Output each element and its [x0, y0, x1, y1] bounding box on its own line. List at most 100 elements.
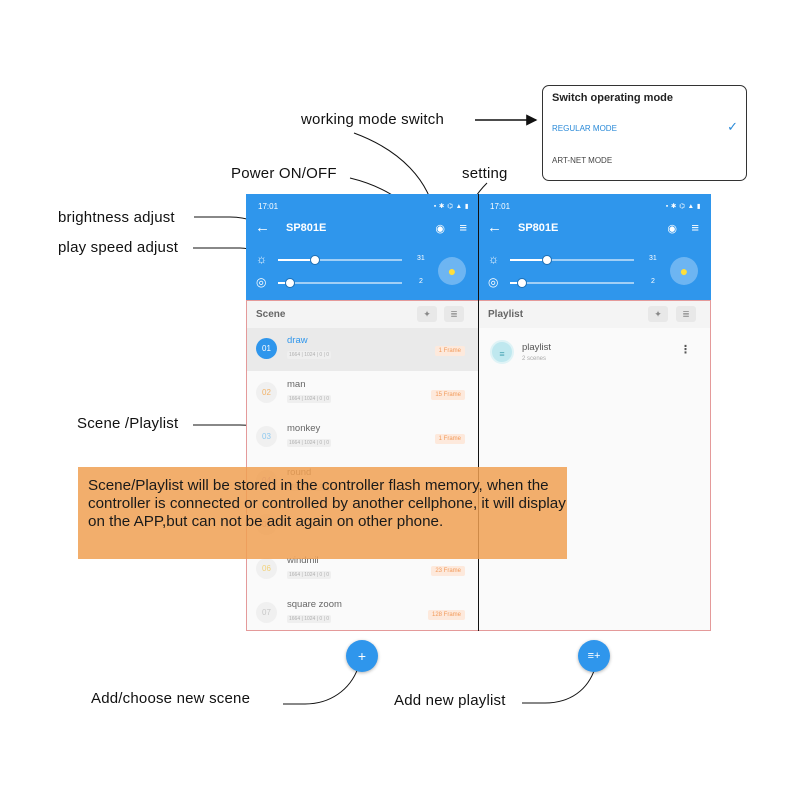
app-header: 17:01 ▪ ✱ ⌬ ▲ ▮ ← SP801E ◉ ≡ ☼ 31 ◎ 2 ●: [246, 194, 479, 300]
scene-section-header: Scene ✦ ≣: [246, 300, 479, 328]
sort-icon[interactable]: ≣: [444, 306, 464, 322]
artnet-mode-option[interactable]: ART-NET MODE: [552, 156, 613, 165]
speed-slider[interactable]: [510, 278, 634, 288]
brightness-fill: [510, 259, 547, 261]
scene-number: 02: [256, 382, 277, 403]
scene-name: monkey: [287, 423, 321, 434]
brightness-slider[interactable]: [278, 255, 402, 265]
popup-title: Switch operating mode: [552, 92, 674, 104]
status-icons: ▪ ✱ ⌬ ▲ ▮: [665, 203, 701, 210]
scene-row[interactable]: 01 draw 1664 | 1024 | 0 | 0 1 Frame: [246, 328, 479, 371]
sort-icon[interactable]: ≣: [676, 306, 696, 322]
playlist-scene-count: 2 scenes: [522, 356, 547, 362]
frame-count-badge: 1 Frame: [434, 346, 465, 356]
playlist-icon: ≡: [490, 340, 514, 364]
scene-phone-screen: 17:01 ▪ ✱ ⌬ ▲ ▮ ← SP801E ◉ ≡ ☼ 31 ◎ 2 ● …: [246, 194, 479, 631]
status-time: 17:01: [258, 202, 279, 211]
mode-switch-icon[interactable]: ◉: [667, 223, 677, 235]
speed-slider[interactable]: [278, 278, 402, 288]
note-text: Scene/Playlist will be stored in the con…: [88, 477, 566, 530]
speed-fill: [278, 282, 290, 284]
label-play-speed: play speed adjust: [58, 239, 179, 256]
label-setting: setting: [462, 165, 508, 182]
back-arrow-icon[interactable]: ←: [487, 219, 502, 236]
speed-fill: [510, 282, 522, 284]
playlist-section-header: Playlist ✦ ≣: [478, 300, 711, 328]
playlist-item[interactable]: ≡ playlist 2 scenes ⋮: [478, 332, 711, 372]
scene-name: draw: [287, 335, 308, 346]
flash-memory-note: Scene/Playlist will be stored in the con…: [78, 467, 567, 559]
speed-icon: ◎: [488, 275, 499, 289]
add-playlist-button[interactable]: ≡+: [578, 640, 610, 672]
frame-count-badge: 15 Frame: [431, 390, 465, 400]
screen-divider: [478, 194, 479, 631]
sparkle-add-icon[interactable]: ✦: [648, 306, 668, 322]
add-scene-button[interactable]: +: [346, 640, 378, 672]
section-title: Playlist: [488, 309, 524, 320]
scene-name: man: [287, 379, 306, 390]
playlist-add-icon: ≡+: [587, 650, 601, 662]
add-icon: +: [357, 648, 367, 664]
scene-resolution: 1664 | 1024 | 0 | 0: [287, 571, 332, 579]
bulb-icon[interactable]: ●: [670, 257, 698, 285]
label-working-mode-switch: working mode switch: [301, 111, 445, 128]
back-arrow-icon[interactable]: ←: [255, 219, 270, 236]
scene-number: 03: [256, 426, 277, 447]
speed-slider-row: ◎: [488, 275, 638, 290]
speed-slider-row: ◎: [256, 275, 406, 290]
scene-resolution: 1664 | 1024 | 0 | 0: [287, 351, 332, 359]
frame-count-badge: 23 Frame: [431, 566, 465, 576]
scene-number: 01: [256, 338, 277, 359]
scene-name: square zoom: [287, 599, 342, 610]
operating-mode-popup: Switch operating mode REGULAR MODE ✓ ART…: [542, 85, 747, 181]
scene-row[interactable]: 03 monkey 1664 | 1024 | 0 | 0 1 Frame: [246, 416, 479, 459]
playlist-phone-screen: 17:01 ▪ ✱ ⌬ ▲ ▮ ← SP801E ◉ ≡ ☼ 31 ◎ 2 ● …: [478, 194, 711, 631]
speed-value: 2: [419, 278, 423, 285]
scene-row[interactable]: 02 man 1664 | 1024 | 0 | 0 15 Frame: [246, 372, 479, 415]
speed-knob[interactable]: [517, 278, 527, 288]
mode-switch-icon[interactable]: ◉: [435, 223, 445, 235]
bulb-icon[interactable]: ●: [438, 257, 466, 285]
brightness-knob[interactable]: [310, 255, 320, 265]
brightness-icon: ☼: [488, 252, 499, 266]
speed-value: 2: [651, 278, 655, 285]
scene-resolution: 1664 | 1024 | 0 | 0: [287, 615, 332, 623]
label-add-playlist: Add new playlist: [394, 692, 506, 709]
brightness-value: 31: [649, 255, 657, 262]
label-brightness: brightness adjust: [58, 209, 175, 226]
frame-count-badge: 1 Frame: [434, 434, 465, 444]
regular-mode-option[interactable]: REGULAR MODE: [552, 124, 617, 133]
brightness-fill: [278, 259, 315, 261]
device-title: SP801E: [286, 222, 327, 234]
scene-name: windmil: [287, 555, 319, 566]
brightness-slider-row: ☼: [256, 252, 406, 267]
brightness-knob[interactable]: [542, 255, 552, 265]
speed-icon: ◎: [256, 275, 267, 289]
kebab-icon[interactable]: ⋮: [680, 344, 691, 356]
scene-number: 06: [256, 558, 277, 579]
scene-row[interactable]: 07 square zoom 1664 | 1024 | 0 | 0 128 Fram…: [246, 592, 479, 631]
label-power: Power ON/OFF: [231, 165, 337, 182]
playlist-name: playlist: [522, 342, 552, 353]
frame-count-badge: 128 Frame: [427, 610, 465, 620]
label-scene-playlist: Scene /Playlist: [77, 415, 179, 432]
menu-icon[interactable]: ≡: [691, 220, 699, 235]
menu-icon[interactable]: ≡: [459, 220, 467, 235]
brightness-icon: ☼: [256, 252, 267, 266]
check-icon: ✓: [727, 119, 738, 134]
sparkle-add-icon[interactable]: ✦: [417, 306, 437, 322]
scene-resolution: 1664 | 1024 | 0 | 0: [287, 439, 332, 447]
scene-number: 07: [256, 602, 277, 623]
app-header: 17:01 ▪ ✱ ⌬ ▲ ▮ ← SP801E ◉ ≡ ☼ 31 ◎ 2 ●: [478, 194, 711, 300]
scene-row[interactable]: 06 windmil 1664 | 1024 | 0 | 0 23 Frame: [246, 548, 479, 591]
section-title: Scene: [256, 309, 286, 320]
status-icons: ▪ ✱ ⌬ ▲ ▮: [433, 203, 469, 210]
brightness-slider-row: ☼: [488, 252, 638, 267]
status-time: 17:01: [490, 202, 511, 211]
brightness-slider[interactable]: [510, 255, 634, 265]
brightness-value: 31: [417, 255, 425, 262]
scene-resolution: 1664 | 1024 | 0 | 0: [287, 395, 332, 403]
speed-knob[interactable]: [285, 278, 295, 288]
label-add-scene: Add/choose new scene: [91, 690, 251, 707]
device-title: SP801E: [518, 222, 559, 234]
